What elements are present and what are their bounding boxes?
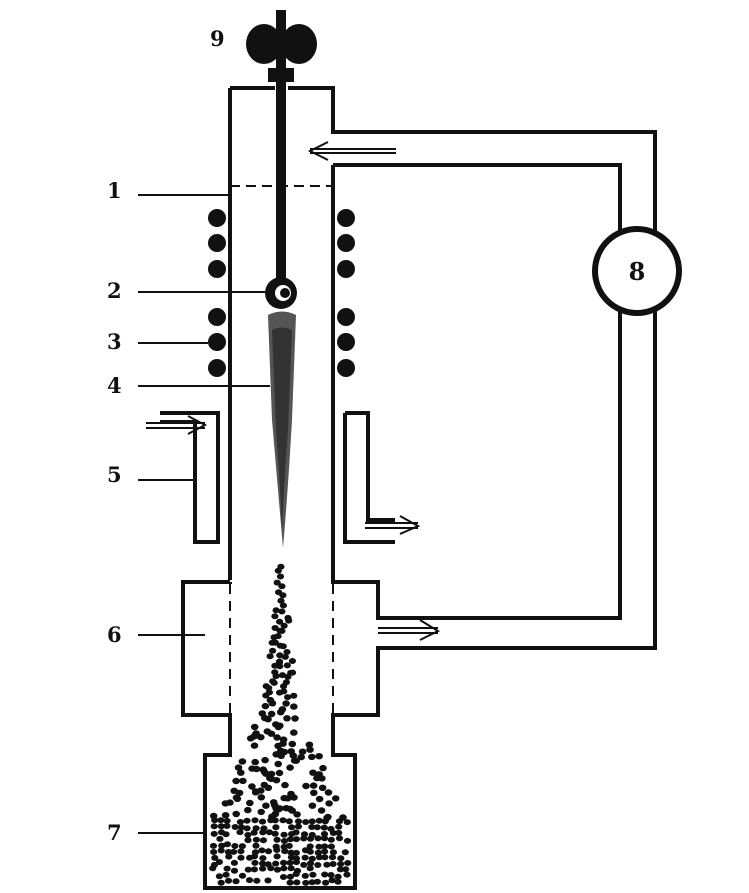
label-7: 7 [107,820,122,845]
leader-lines [138,194,270,834]
label-9: 9 [210,26,225,51]
induction-coils-3 [208,209,355,377]
powder-particles [209,563,352,886]
sample-ball-2 [265,277,297,309]
label-3: 3 [107,329,122,354]
valve-9 [246,10,317,85]
label-5: 5 [107,462,122,487]
pump-8: 8 [592,226,682,316]
rod [276,80,286,280]
label-6: 6 [107,622,122,647]
label-8: 8 [629,257,646,286]
label-2: 2 [107,278,122,303]
label-4: 4 [107,373,122,398]
label-1: 1 [107,178,122,203]
flow-arrows [146,141,441,641]
